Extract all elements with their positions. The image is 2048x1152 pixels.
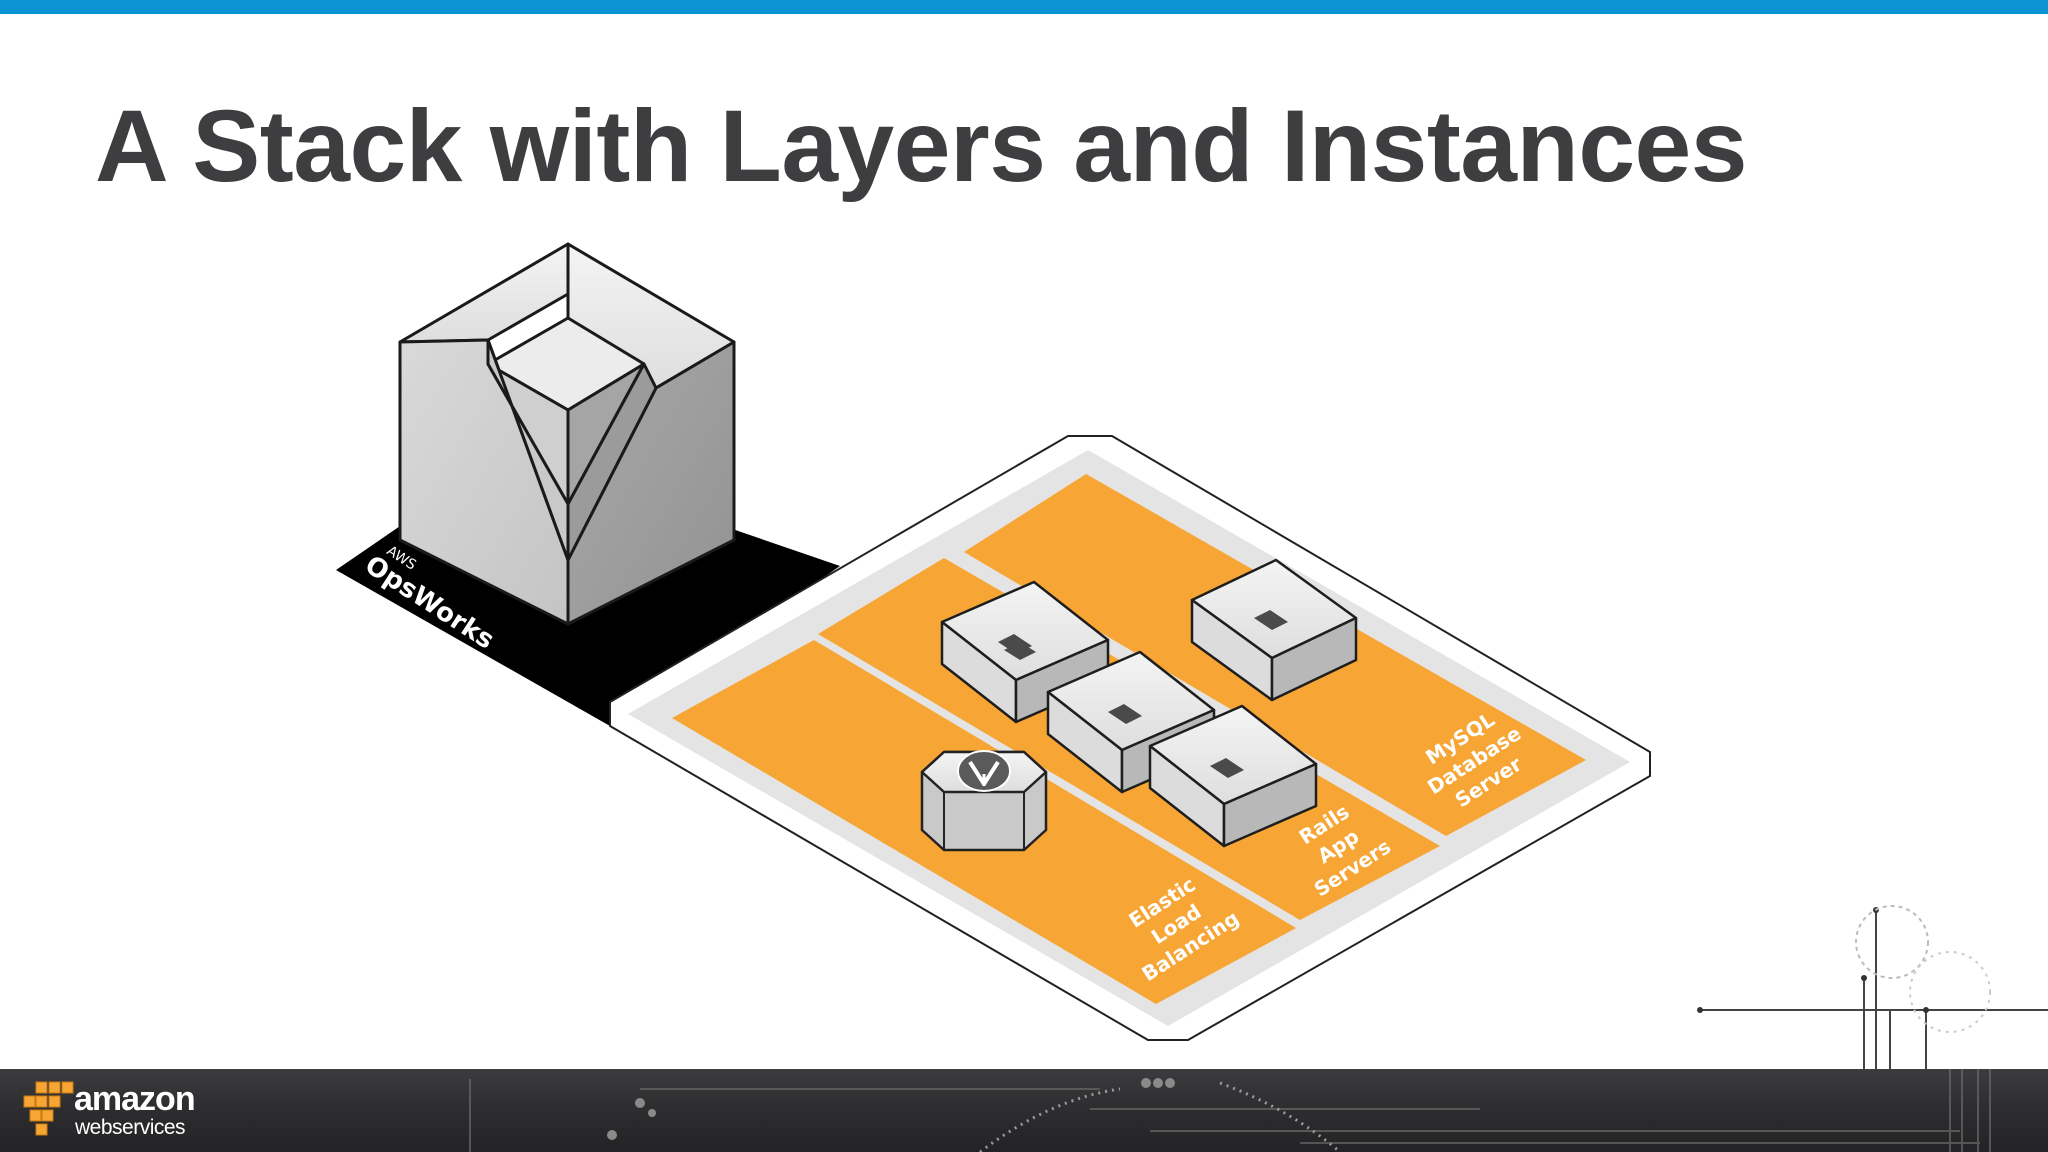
load-balancer-icon [920,750,1048,852]
circuit-decoration [1697,905,2048,1152]
footer-circuit-texture [469,1069,1991,1152]
top-accent-bar [0,0,2048,14]
footer-bar: amazon webservices [0,1069,2048,1152]
aws-logo-amazon-text: amazon [74,1080,196,1118]
rails-instance-3 [1148,704,1318,848]
opsworks-logo-icon [398,242,736,626]
mysql-instance [1190,558,1358,702]
aws-logo: amazon webservices [22,1078,222,1148]
aws-logo-webservices-text: webservices [75,1116,186,1139]
slide-title: A Stack with Layers and Instances [95,89,1748,203]
aws-cubes-icon [23,1081,74,1136]
